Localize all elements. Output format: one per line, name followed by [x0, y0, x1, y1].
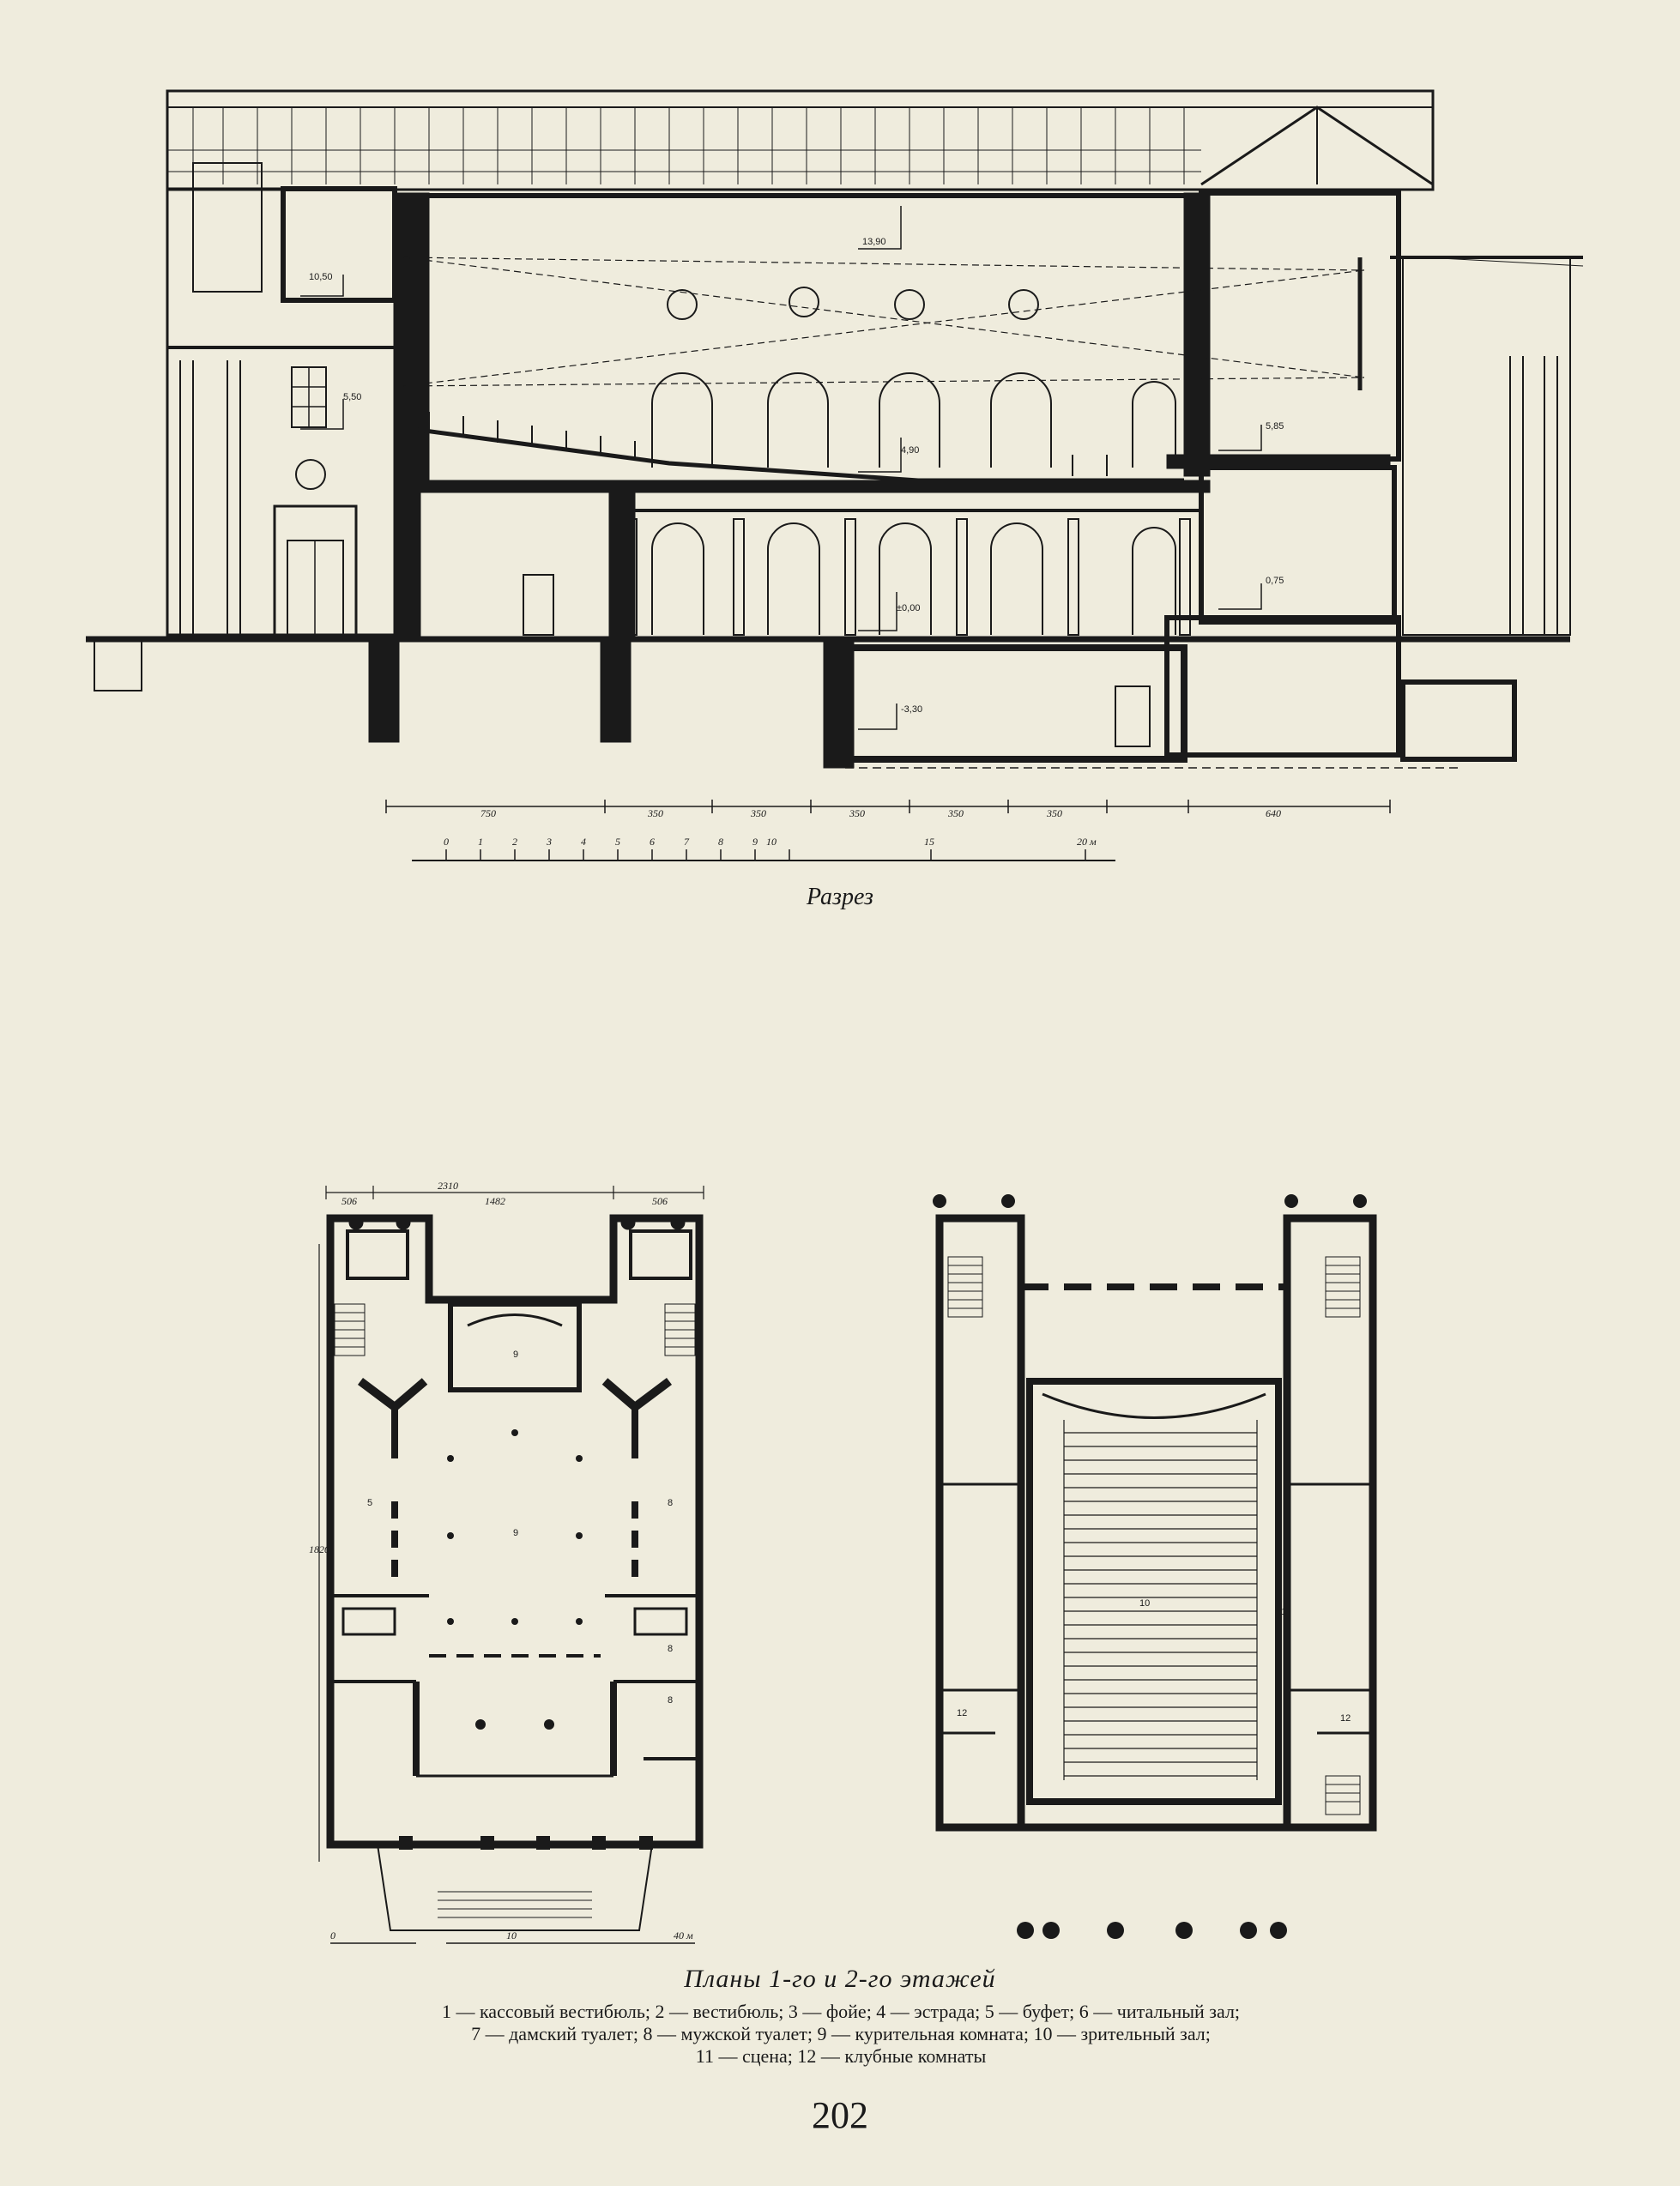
scale-tick: 4 [581, 836, 586, 848]
plan1-dimension: 1820 [309, 1543, 329, 1555]
first-floor-plan: 2310 2310 506 1482 506 1820 9 9 5 8 8 8 … [309, 1180, 704, 1944]
room-label: 12 [1340, 1713, 1351, 1724]
plan1-dimension: 506 [652, 1195, 668, 1207]
dimension-label: 350 [849, 807, 865, 819]
scale-tick: 10 [766, 836, 777, 848]
section-drawing: 13,90 10,50 5,50 4,90 5,85 0,75 ±0,00 -3… [86, 89, 1584, 861]
plan1-dimension: 506 [341, 1195, 357, 1207]
room-label: 8 [668, 1695, 673, 1706]
scale-tick: 7 [684, 836, 690, 848]
legend-line: 11 — сцена; 12 — клубные комнаты [695, 2045, 987, 2067]
scale-tick: 1 [478, 836, 483, 848]
room-label: 11 [1277, 1607, 1286, 1617]
elevation-label: -3,30 [901, 704, 922, 715]
second-floor-plan: 10 12 12 11 [933, 1194, 1377, 1939]
room-label: 10 [1139, 1598, 1150, 1609]
elevation-label: 10,50 [309, 272, 333, 282]
room-label: 8 [668, 1644, 673, 1654]
room-label: 5 [367, 1498, 372, 1508]
plan1-dimension: 2310 [438, 1180, 458, 1192]
room-label: 8 [668, 1498, 673, 1508]
room-label: 9 [513, 1528, 518, 1538]
legend-line: 1 — кассовый вестибюль; 2 — вестибюль; 3… [441, 2001, 1241, 2022]
plan1-dimension: 1482 [485, 1195, 505, 1207]
scale-tick: 6 [650, 836, 655, 848]
scale-tick: 0 [330, 1929, 335, 1941]
scale-tick: 10 [506, 1929, 517, 1941]
page-number: 202 [812, 2094, 868, 2136]
scale-tick: 8 [718, 836, 723, 848]
legend: 1 — кассовый вестибюль; 2 — вестибюль; 3… [283, 2001, 1399, 2068]
dimension-label: 350 [750, 807, 766, 819]
section-caption: Разрез [807, 884, 873, 910]
dimension-label: 350 [947, 807, 964, 819]
scale-tick: 20 м [1077, 836, 1097, 848]
dimension-label: 640 [1266, 807, 1281, 819]
scale-tick: 40 м [674, 1929, 693, 1941]
dimension-label: 750 [480, 807, 496, 819]
elevation-label: 5,50 [343, 392, 361, 402]
scale-tick: 9 [752, 836, 758, 848]
scale-tick: 2 [512, 836, 517, 848]
roof-truss [166, 89, 1435, 191]
room-label: 12 [957, 1708, 967, 1718]
legend-line: 7 — дамский туалет; 8 — мужской туалет; … [471, 2023, 1211, 2044]
elevation-label: 4,90 [901, 445, 919, 456]
elevation-label: ±0,00 [897, 603, 920, 613]
scale-tick: 15 [924, 836, 934, 848]
room-label: 9 [513, 1350, 518, 1360]
scale-tick: 3 [546, 836, 552, 848]
elevation-label: 5,85 [1266, 421, 1284, 432]
dimension-label: 350 [1046, 807, 1062, 819]
elevation-label: 13,90 [862, 237, 886, 247]
plans-caption: Планы 1-го и 2-го этажей [684, 1965, 996, 1993]
scale-tick: 5 [615, 836, 620, 848]
scale-tick: 0 [444, 836, 449, 848]
elevation-label: 0,75 [1266, 576, 1284, 586]
dimension-label: 350 [647, 807, 663, 819]
